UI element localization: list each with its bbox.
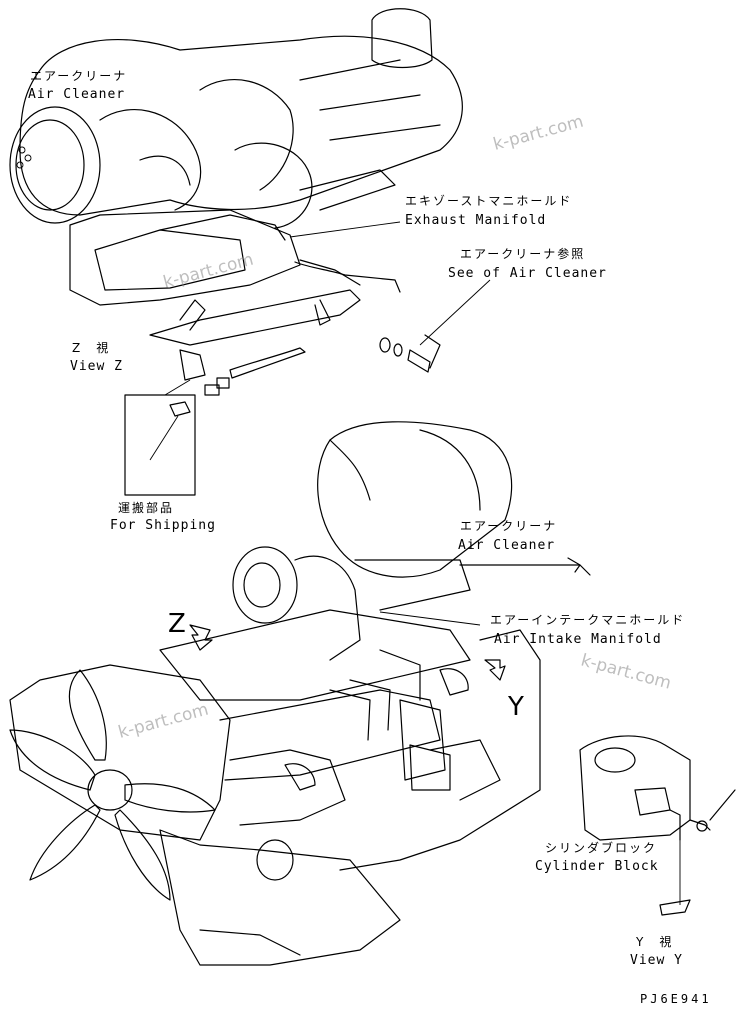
label-air-cleaner-bottom: エアークリーナ Air Cleaner [458,519,557,553]
marker-y: Y [507,692,524,722]
label-jp: エアーインテークマニホールド [490,613,685,627]
label-jp: シリンダブロック [545,840,657,855]
label-en: View Z [70,359,123,374]
label-jp: Y 視 [635,934,673,949]
label-jp: エアークリーナ参照 [460,246,585,261]
watermark-4: k-part.com [116,700,211,743]
label-for-shipping: 運搬部品 For Shipping [110,500,216,533]
label-air-intake-manifold: エアーインテークマニホールド Air Intake Manifold [490,613,685,647]
label-air-cleaner-top: エアークリーナ Air Cleaner [28,69,127,102]
label-view-y: Y 視 View Y [630,934,683,968]
view-y-detail [579,735,736,916]
label-en: Air Cleaner [28,87,125,102]
label-jp: エアークリーナ [460,519,557,533]
label-en: Air Intake Manifold [494,632,662,647]
label-see-air-cleaner: エアークリーナ参照 See of Air Cleaner [448,246,607,281]
label-en: View Y [630,953,683,968]
label-cylinder-block: シリンダブロック Cylinder Block [535,840,659,874]
bottom-engine-assembly [9,421,591,966]
label-view-z: Z 視 View Z [70,340,123,374]
label-jp: エアークリーナ [30,69,127,83]
top-engine-assembly [9,8,491,496]
drawing-code: PJ6E941 [640,992,712,1006]
label-en: See of Air Cleaner [448,266,607,281]
label-jp: Z 視 [72,340,110,355]
watermark-1: k-part.com [491,112,586,155]
label-en: Cylinder Block [535,859,659,874]
label-jp: エキゾーストマニホールド [405,194,572,208]
label-en: Exhaust Manifold [405,213,546,228]
label-en: Air Cleaner [458,538,555,553]
label-en: For Shipping [110,518,216,533]
marker-z: Z [168,609,186,639]
label-jp: 運搬部品 [118,500,174,515]
watermark-3: k-part.com [579,651,674,694]
label-exhaust-manifold: エキゾーストマニホールド Exhaust Manifold [405,194,572,228]
